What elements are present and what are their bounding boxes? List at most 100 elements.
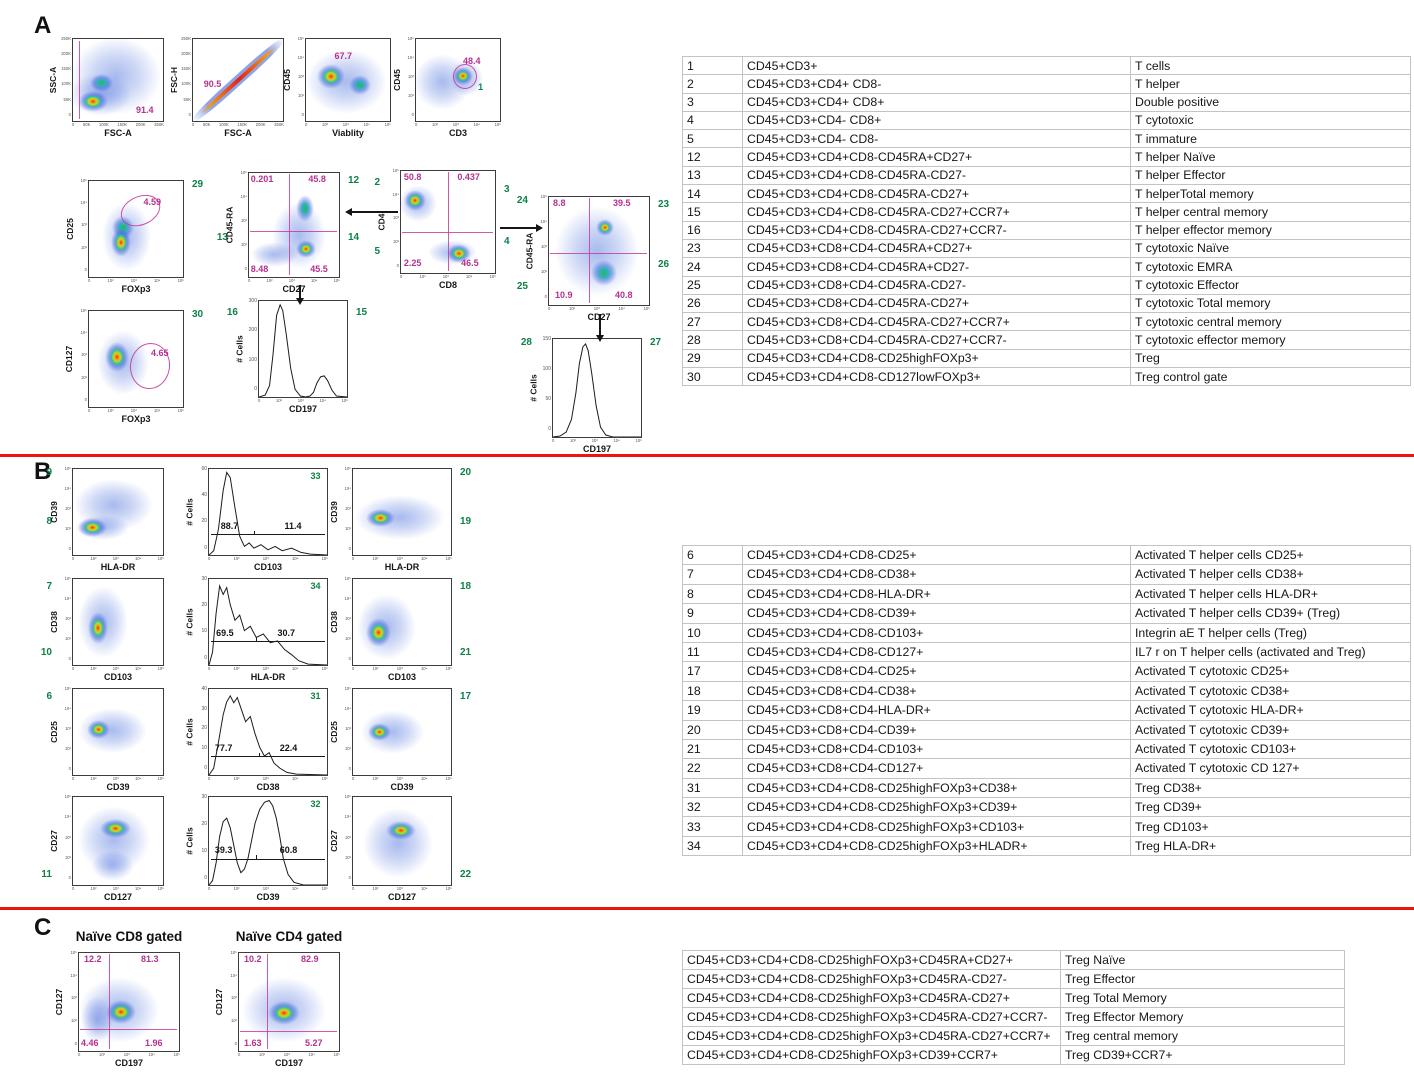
table-cell: 23 <box>682 238 743 259</box>
axis-label-y: CD45-RA <box>224 206 235 244</box>
axis-label-x: FSC-A <box>224 128 252 138</box>
tick-label: 10⁴ <box>308 1052 315 1057</box>
tick-label: 0 <box>352 776 355 781</box>
tick-label: 10² <box>230 1018 237 1024</box>
y-axis: # Cells <box>184 688 195 776</box>
threshold-line <box>211 640 325 642</box>
tick-label: 10³ <box>112 776 119 781</box>
tick-label: 20 <box>201 820 207 827</box>
tick-label: 10⁵ <box>445 556 452 561</box>
tick-label: 0 <box>72 556 75 561</box>
axis-label-y: CD39 <box>48 501 59 523</box>
axis-label-y: CD45 <box>281 69 292 91</box>
tick-label: 10⁵ <box>445 666 452 671</box>
gate-value: 1.63 <box>244 1038 262 1049</box>
y-axis: # Cells <box>528 338 539 438</box>
gate-value: 33 <box>310 470 321 481</box>
tick-label: 10⁴ <box>618 306 625 311</box>
table-cell: CD45+CD3+ <box>742 55 1131 76</box>
tick-label: 10⁵ <box>392 168 399 173</box>
tick-label: 0 <box>238 1052 241 1057</box>
axis-label-x: CD197 <box>274 1058 303 1068</box>
tick-label: 10⁴ <box>153 408 161 413</box>
density-blob <box>77 90 109 112</box>
population-number: 21 <box>460 647 472 659</box>
flow-arrow-right <box>500 227 536 229</box>
table-cell: T helper effector memory <box>1130 220 1411 240</box>
population-number: 5 <box>374 245 380 257</box>
axis-label-y: # Cells <box>184 498 195 526</box>
axis-label-y: CD45 <box>391 69 402 91</box>
density-blob <box>295 239 316 259</box>
gate-value: 0.201 <box>250 174 274 185</box>
gate-value: 0.437 <box>457 172 480 183</box>
axis-label-x: CD103 <box>387 672 416 682</box>
table-cell: 9 <box>682 603 743 624</box>
plot-frame <box>72 468 164 556</box>
tick-label: 10³ <box>123 1052 130 1057</box>
tick-label: 10⁴ <box>344 485 351 491</box>
tick-label: 10⁵ <box>445 886 452 891</box>
population-number: 12 <box>348 175 360 187</box>
tick-label: 0 <box>72 122 75 127</box>
tick-label: 10² <box>233 666 240 671</box>
tick-label: 0 <box>68 111 71 117</box>
axis-label-y: CD27 <box>48 830 59 852</box>
axis-label-y: CD127 <box>214 988 225 1016</box>
table-cell: T cytotoxic central memory <box>1130 312 1411 332</box>
naive-cd4-gated-title: Naïve CD4 gated <box>235 929 343 944</box>
gate-value: 77.7 <box>214 743 233 754</box>
table-cell: Treg <box>1130 348 1411 369</box>
tick-label: 0 <box>548 426 551 432</box>
tick-label: 10³ <box>540 244 547 250</box>
tick-label: 10³ <box>396 776 403 781</box>
tick-label: 10⁵ <box>177 408 184 413</box>
table-cell: 34 <box>682 835 743 857</box>
table-row: CD45+CD3+CD4+CD8-CD25highFOXp3+CD45RA-CD… <box>682 1026 1345 1046</box>
tick-label: 10⁵ <box>344 576 351 581</box>
tick-label: 300 <box>248 298 257 304</box>
tick-label: 250K <box>274 122 284 127</box>
tick-label: 10⁴ <box>134 556 142 561</box>
tick-label: 60 <box>201 466 207 472</box>
table-cell: CD45+CD3+CD4+CD8-CD45RA-CD27+CCR7+ <box>742 202 1131 222</box>
panel-divider-ab <box>0 454 1414 457</box>
tick-label: 0 <box>254 386 257 393</box>
tick-label: 100K <box>181 81 191 87</box>
tick-label: 10⁵ <box>407 36 414 41</box>
plot-frame: 4.65 <box>88 310 184 408</box>
table-cell: 3 <box>682 92 743 112</box>
tick-label: 10² <box>419 274 426 279</box>
density-blob <box>447 244 472 263</box>
tick-label: 10⁵ <box>489 274 496 279</box>
table-cell: CD45+CD3+CD4+CD8-CD25highFOXp3+CD45RA-CD… <box>682 1007 1061 1027</box>
axis-label-x: CD8 <box>438 280 457 290</box>
table-cell: CD45+CD3+CD4+CD8-CD39+ <box>742 603 1131 624</box>
table-cell: 25 <box>682 275 743 295</box>
table-cell: 29 <box>682 348 743 369</box>
gate-value: 46.5 <box>461 257 479 268</box>
gate-value: 50.8 <box>403 172 422 183</box>
population-number: 3 <box>504 183 510 195</box>
